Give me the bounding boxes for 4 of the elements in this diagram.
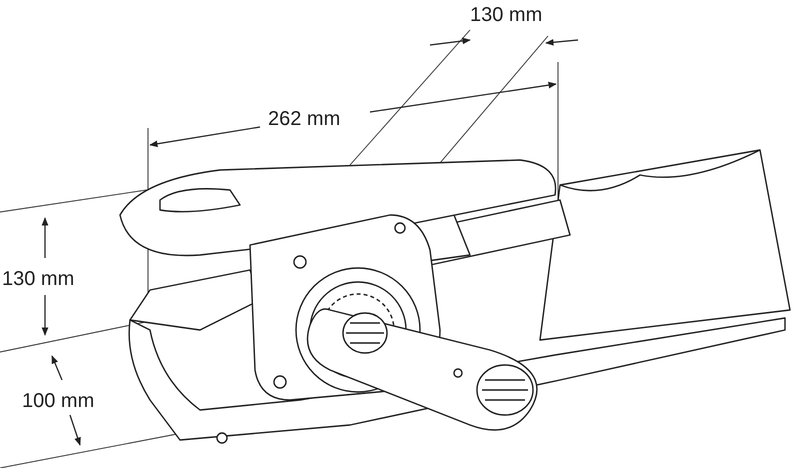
dimension-label: 100 mm <box>22 390 94 412</box>
dimension-label: 130 mm <box>470 4 542 26</box>
dimension-label: 262 mm <box>268 108 340 130</box>
dimension-label: 130 mm <box>2 268 74 290</box>
